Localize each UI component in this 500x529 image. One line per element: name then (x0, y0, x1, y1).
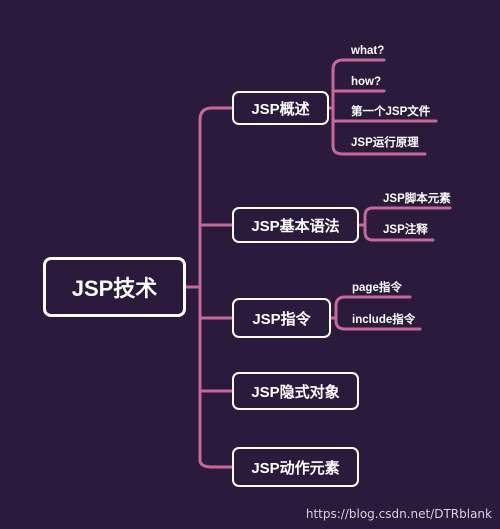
leaf-jsp-runtime-principle[interactable]: JSP运行原理 (351, 137, 419, 149)
connector-leaf-page (334, 295, 412, 308)
leaf-page-directive[interactable]: page指令 (352, 282, 402, 294)
leaf-include-directive[interactable]: include指令 (352, 314, 416, 326)
connector-trunk-branch-4 (198, 285, 234, 469)
watermark: https://blog.csdn.net/DTRblank (305, 507, 492, 521)
leaf-what[interactable]: what? (351, 45, 385, 57)
leaf-jsp-script-elements[interactable]: JSP脚本元素 (383, 193, 451, 205)
leaf-first-jsp-file[interactable]: 第一个JSP文件 (351, 106, 431, 118)
connector-leaf-include (334, 304, 422, 331)
connector-leaf-script (363, 206, 452, 218)
connector-leaf-what (331, 58, 386, 72)
branch-node-jsp-implicit-objects[interactable]: JSP隐式对象 (232, 372, 359, 410)
leaf-how[interactable]: how? (351, 76, 382, 88)
branch-node-jsp-basic-syntax[interactable]: JSP基本语法 (232, 207, 359, 243)
branch-node-jsp-directives[interactable]: JSP指令 (232, 298, 331, 338)
connector-leaf-runtime (331, 68, 427, 156)
branch-node-jsp-action-elements[interactable]: JSP动作元素 (232, 447, 359, 487)
connector-leaf-comment (363, 214, 435, 242)
leaf-jsp-comments[interactable]: JSP注释 (383, 224, 428, 236)
branch-node-jsp-overview[interactable]: JSP概述 (232, 91, 329, 125)
connector-trunk-branch-0 (198, 106, 234, 289)
root-node[interactable]: JSP技术 (43, 257, 186, 317)
